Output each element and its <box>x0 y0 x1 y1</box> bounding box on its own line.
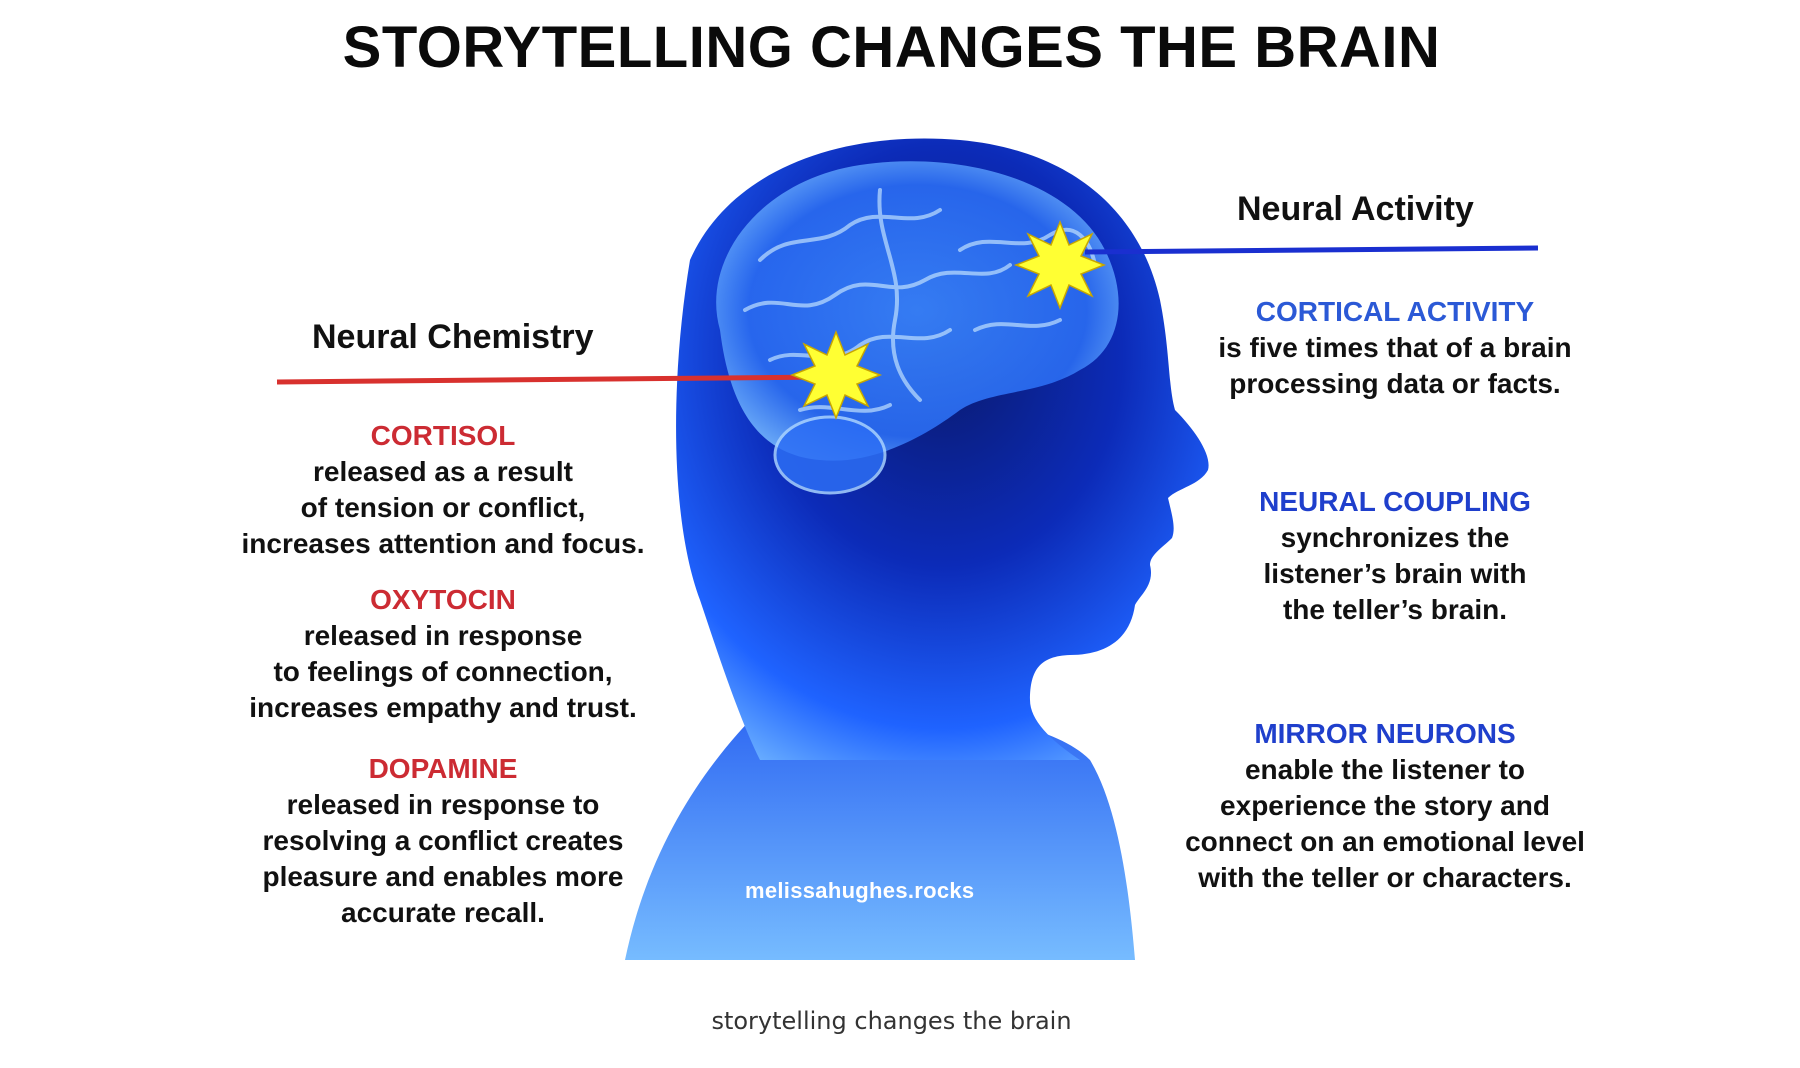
oxytocin-block: OXYTOCIN released in response to feeling… <box>198 582 688 726</box>
neural-chemistry-connector <box>276 374 831 385</box>
cortisol-line: increases attention and focus. <box>241 528 645 559</box>
dopamine-line: released in response to <box>286 789 600 820</box>
mirror-neurons-line: connect on an emotional level <box>1185 826 1585 857</box>
mirror-neurons-line: experience the story and <box>1220 790 1550 821</box>
neural-activity-heading: Neural Activity <box>1237 190 1474 228</box>
dopamine-line: resolving a conflict creates <box>262 825 624 856</box>
cortical-activity-block: CORTICAL ACTIVITY is five times that of … <box>1165 294 1625 402</box>
cortical-activity-term: CORTICAL ACTIVITY <box>1255 296 1535 327</box>
oxytocin-line: to feelings of connection, <box>273 656 613 687</box>
brain-folds <box>743 188 1097 413</box>
neural-coupling-block: NEURAL COUPLING synchronizes the listene… <box>1165 484 1625 628</box>
neural-coupling-term: NEURAL COUPLING <box>1259 486 1531 517</box>
neural-chemistry-heading: Neural Chemistry <box>312 318 594 356</box>
mirror-neurons-line: with the teller or characters. <box>1198 862 1572 893</box>
spark-icon <box>789 329 883 421</box>
cerebellum <box>773 415 887 495</box>
cortisol-line: of tension or conflict, <box>300 492 586 523</box>
page-title: STORYTELLING CHANGES THE BRAIN <box>342 15 1441 80</box>
dopamine-term: DOPAMINE <box>368 753 518 784</box>
cortical-activity-line: processing data or facts. <box>1229 368 1561 399</box>
oxytocin-term: OXYTOCIN <box>370 584 516 615</box>
oxytocin-line: released in response <box>303 620 583 651</box>
dopamine-line: pleasure and enables more <box>262 861 624 892</box>
neural-activity-connector <box>1084 245 1539 255</box>
neural-coupling-line: synchronizes the <box>1280 522 1510 553</box>
image-caption: storytelling changes the brain <box>711 1007 1072 1035</box>
spark-icon <box>1013 219 1107 311</box>
cortisol-block: CORTISOL released as a result of tension… <box>198 418 688 562</box>
cortisol-line: released as a result <box>313 456 573 487</box>
watermark: melissahughes.rocks <box>745 878 975 903</box>
dopamine-line: accurate recall. <box>341 897 545 928</box>
dopamine-block: DOPAMINE released in response to resolvi… <box>198 751 688 931</box>
oxytocin-line: increases empathy and trust. <box>249 692 637 723</box>
cortisol-term: CORTISOL <box>370 420 516 451</box>
neural-coupling-line: listener’s brain with <box>1263 558 1527 589</box>
mirror-neurons-term: MIRROR NEURONS <box>1254 718 1516 749</box>
cortical-activity-line: is five times that of a brain <box>1218 332 1572 363</box>
neural-coupling-line: the teller’s brain. <box>1282 594 1508 625</box>
mirror-neurons-line: enable the listener to <box>1244 754 1526 785</box>
mirror-neurons-block: MIRROR NEURONS enable the listener to ex… <box>1145 716 1625 896</box>
